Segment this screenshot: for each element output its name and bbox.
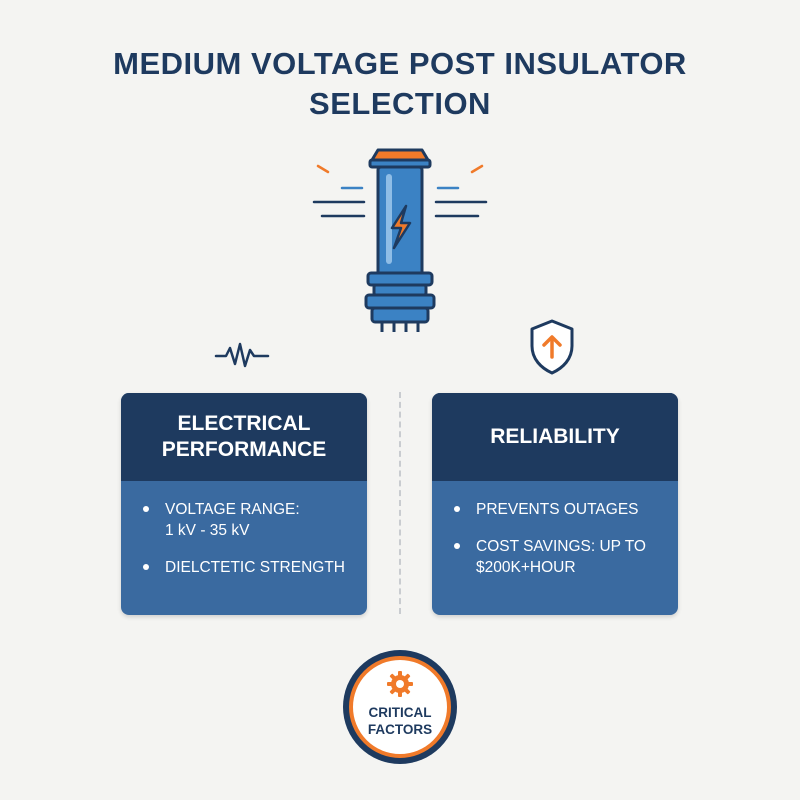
list-item-line-1: VOLTAGE RANGE: <box>165 501 300 518</box>
page-title: MEDIUM VOLTAGE POST INSULATOR SELECTION <box>0 44 800 124</box>
card-list: VOLTAGE RANGE: 1 kV - 35 kV DIELCTETIC S… <box>121 481 367 578</box>
list-item-line-1: DIELCTETIC STRENGTH <box>165 559 345 576</box>
insulator-with-lightning-icon <box>312 148 488 332</box>
bullet-icon <box>454 506 460 512</box>
card-reliability: RELIABILITY PREVENTS OUTAGES COST SAVING… <box>432 393 678 615</box>
list-item-line-1: COST SAVINGS: UP TO <box>476 538 646 555</box>
shield-arrow-up-icon <box>530 319 574 375</box>
bullet-icon <box>143 506 149 512</box>
list-item: PREVENTS OUTAGES <box>454 499 662 520</box>
bullet-icon <box>143 564 149 570</box>
list-item-line-2: 1 kV - 35 kV <box>165 522 250 539</box>
list-item: COST SAVINGS: UP TO $200K+HOUR <box>454 536 662 578</box>
card-heading: RELIABILITY <box>432 393 678 481</box>
list-item: VOLTAGE RANGE: 1 kV - 35 kV <box>143 499 351 541</box>
center-divider <box>399 392 401 614</box>
badge-label-line-2: FACTORS <box>367 722 433 737</box>
title-line-1: MEDIUM VOLTAGE POST INSULATOR <box>113 46 687 81</box>
card-electrical-performance: ELECTRICAL PERFORMANCE VOLTAGE RANGE: 1 … <box>121 393 367 615</box>
card-heading-line-1: ELECTRICAL <box>177 412 311 435</box>
gear-icon <box>387 671 413 697</box>
badge-label-line-1: CRITICAL <box>368 705 432 720</box>
list-item-line-2: $200K+HOUR <box>476 559 576 576</box>
card-heading-line-2: PERFORMANCE <box>161 438 327 461</box>
pulse-wave-icon <box>214 342 270 368</box>
bullet-icon <box>454 543 460 549</box>
badge-label: CRITICAL FACTORS <box>353 704 447 738</box>
card-heading-line-1: RELIABILITY <box>490 425 620 448</box>
badge-inner-circle: CRITICAL FACTORS <box>349 656 451 758</box>
title-line-2: SELECTION <box>309 86 491 121</box>
critical-factors-badge: CRITICAL FACTORS <box>343 650 457 764</box>
card-heading: ELECTRICAL PERFORMANCE <box>121 393 367 481</box>
card-list: PREVENTS OUTAGES COST SAVINGS: UP TO $20… <box>432 481 678 578</box>
list-item: DIELCTETIC STRENGTH <box>143 557 351 578</box>
list-item-line-1: PREVENTS OUTAGES <box>476 501 639 518</box>
